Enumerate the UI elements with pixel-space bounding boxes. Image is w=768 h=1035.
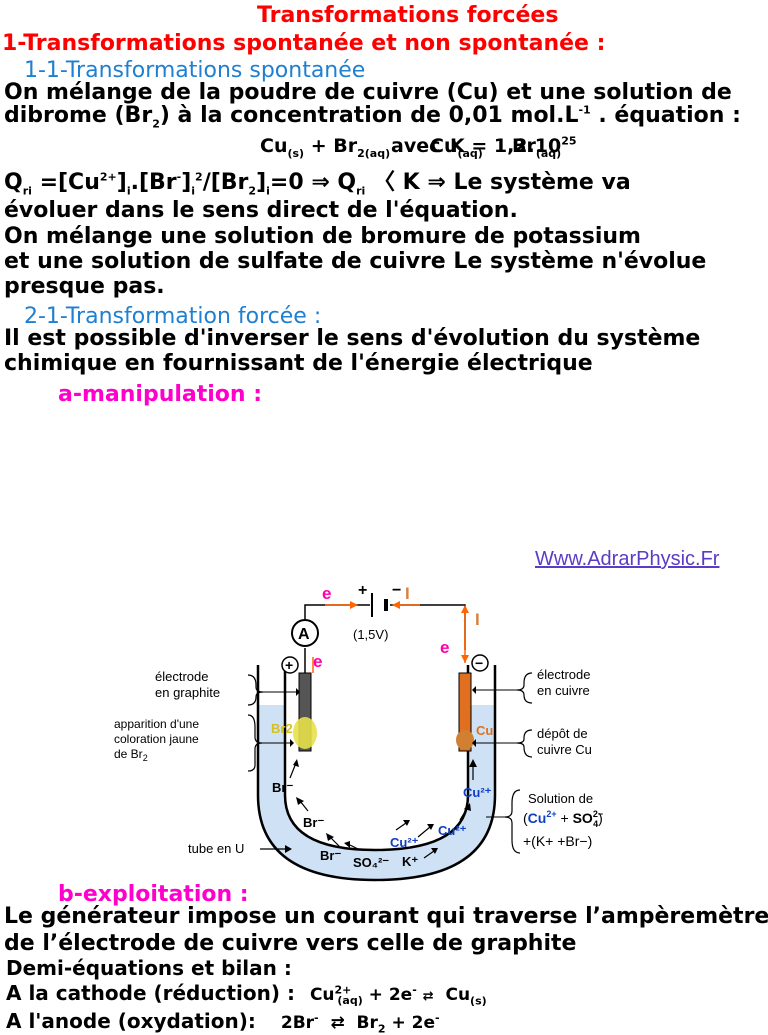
ion-so4: SO₄²⁻ (353, 855, 389, 870)
br2-coloration (293, 717, 317, 749)
electrolysis-diagram: + − (1,5V) e I I e A + − e Br2 Cu électr… (114, 582, 603, 882)
website-link[interactable]: Www.AdrarPhysic.Fr (535, 548, 720, 570)
subsection-heading-1-1: 1-1-Transformations spontanée (24, 58, 366, 83)
voltage-label: (1,5V) (353, 627, 388, 642)
paragraph-line: dibrome (Br2) à la concentration de 0,01… (4, 103, 741, 131)
electron-label-top: e (322, 584, 331, 603)
anode-sign (281, 656, 299, 674)
reaction-equation: Cu(s) + Br2(aq) avec Cu(aq) K = 1,2.1025… (260, 134, 577, 160)
svg-text:−: − (475, 655, 483, 671)
battery-plus: + (358, 582, 367, 599)
br2-label: Br2 (271, 721, 293, 736)
battery-minus: − (392, 582, 401, 599)
paragraph-line: On mélange de la poudre de cuivre (Cu) e… (4, 80, 732, 105)
heading-exploitation: b-exploitation : (58, 882, 249, 907)
ion-cu2-1: Cu²⁺ (390, 835, 419, 850)
paragraph-line: On mélange une solution de bromure de po… (4, 224, 641, 249)
ion-cu2-2: Cu²⁺ (438, 823, 467, 838)
ion-br-2: Br⁻ (303, 815, 324, 830)
paragraph-line: Il est possible d'inverser le sens d'évo… (4, 326, 701, 351)
label-solution: Solution de (528, 791, 593, 806)
ammeter-label: A (298, 626, 310, 643)
cu-label: Cu (476, 723, 493, 738)
paragraph-line: Le générateur impose un courant qui trav… (4, 904, 768, 929)
current-label-top: I (405, 584, 410, 603)
label-solution-ions: (Cu2+ + SO2−4) (523, 809, 603, 829)
wire-right (390, 604, 466, 650)
section-heading-1: 1-Transformations spontanée et non spont… (2, 31, 606, 56)
ammeter (291, 619, 319, 647)
ion-k: K⁺ (402, 854, 418, 869)
electron-label-right: e (440, 638, 449, 657)
ion-br-1: Br⁻ (272, 780, 293, 795)
paragraph-line: Demi-équations et bilan : (6, 956, 292, 980)
u-tube-inner (283, 665, 470, 852)
cathode-sign (471, 654, 489, 672)
label-solution-k-br: +(K+ +Br−) (523, 833, 592, 849)
heading-manipulation: a-manipulation : (58, 382, 263, 407)
u-tube-outer (256, 665, 497, 882)
svg-text:+: + (285, 657, 293, 673)
anode-line: A l'anode (oxydation): 2Br- ⇄ Br2 + 2e- (6, 1009, 440, 1035)
ion-br-3: Br⁻ (320, 848, 341, 863)
paragraph-line: et une solution de sulfate de cuivre Le … (4, 249, 707, 274)
paragraph-line: presque pas. (4, 274, 165, 299)
quotient-line: Qri =[Cu2+]i.[Br-]i2/[Br2]i=0 ⇒ Qri 〈 K … (4, 170, 631, 198)
electron-label-left: e (313, 652, 322, 671)
cathode-line: A la cathode (réduction) : Cu2+(aq) + 2e… (6, 981, 487, 1008)
paragraph-line: chimique en fournissant de l'énergie éle… (4, 351, 593, 376)
copper-deposit (456, 730, 474, 750)
ion-cu2-3: Cu²⁺ (463, 785, 492, 800)
label-tube: tube en U (188, 841, 244, 856)
paragraph-line: évoluer dans le sens direct de l'équatio… (4, 198, 518, 223)
paragraph-line: de l’électrode de cuivre vers celle de g… (4, 931, 577, 956)
current-label-right: I (475, 610, 480, 629)
page-title: Transformations forcées (257, 3, 559, 28)
subsection-heading-2-1: 2-1-Transformation forcée : (24, 304, 322, 329)
